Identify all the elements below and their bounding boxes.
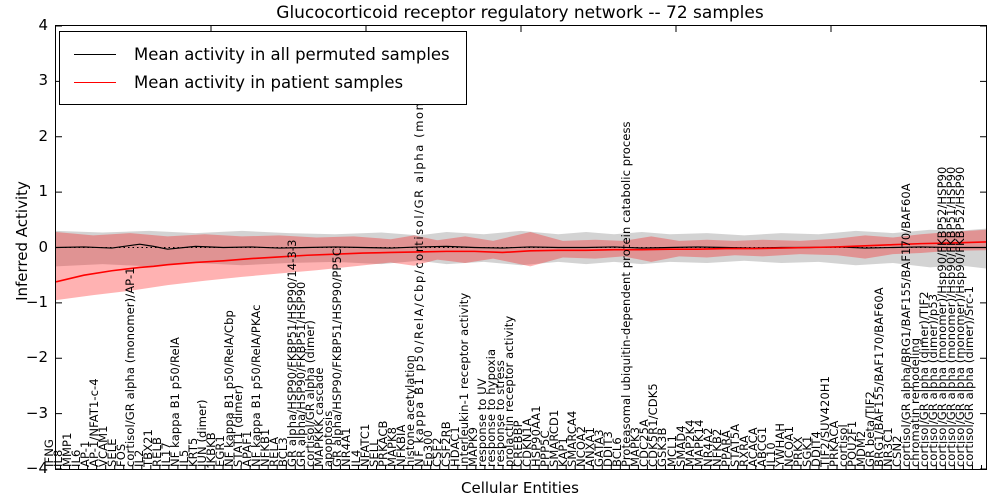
chart-title: Glucocorticoid receptor regulatory netwo… bbox=[276, 3, 764, 23]
y-tick-label: −2 bbox=[25, 348, 48, 367]
legend-entry-label: Mean activity in all permuted samples bbox=[134, 44, 450, 64]
x-tick-label: Proteasomal ubiquitin-dependent protein … bbox=[619, 121, 634, 467]
x-tick-label: cortisol/GR alpha (monomer)/AP-1 bbox=[122, 267, 137, 467]
y-tick-label: −4 bbox=[25, 459, 48, 477]
axis-ticks bbox=[56, 26, 986, 469]
y-tick-label: 1 bbox=[38, 182, 48, 201]
y-tick-label: 2 bbox=[38, 126, 48, 145]
legend-entry-label: Mean activity in patient samples bbox=[134, 72, 404, 92]
y-tick-label: 3 bbox=[38, 71, 48, 90]
y-tick-label: −1 bbox=[25, 292, 48, 311]
legend-entry: Mean activity in all permuted samples bbox=[74, 40, 450, 68]
legend-entry: Mean activity in patient samples bbox=[74, 68, 450, 96]
plot-area bbox=[55, 25, 987, 470]
x-tick-label: NF kappa B1 p50/RelA/Cbp/cortisol/GR alp… bbox=[411, 50, 426, 467]
plot-canvas bbox=[56, 26, 986, 469]
legend-line-swatch bbox=[74, 81, 116, 83]
y-tick-label: 0 bbox=[38, 237, 48, 256]
patient-mean-line bbox=[56, 241, 986, 283]
x-tick-label: NF kappa B1 p50/RelA bbox=[167, 337, 182, 467]
y-tick-label: −3 bbox=[25, 403, 48, 422]
permuted-samples-range-band bbox=[56, 228, 986, 269]
x-axis-label: Cellular Entities bbox=[461, 479, 579, 497]
legend-line-swatch bbox=[74, 53, 116, 55]
x-tick-label: cortisol/GR alpha (dimer)/Src-1 bbox=[962, 286, 977, 467]
y-tick-label: 4 bbox=[38, 16, 48, 34]
